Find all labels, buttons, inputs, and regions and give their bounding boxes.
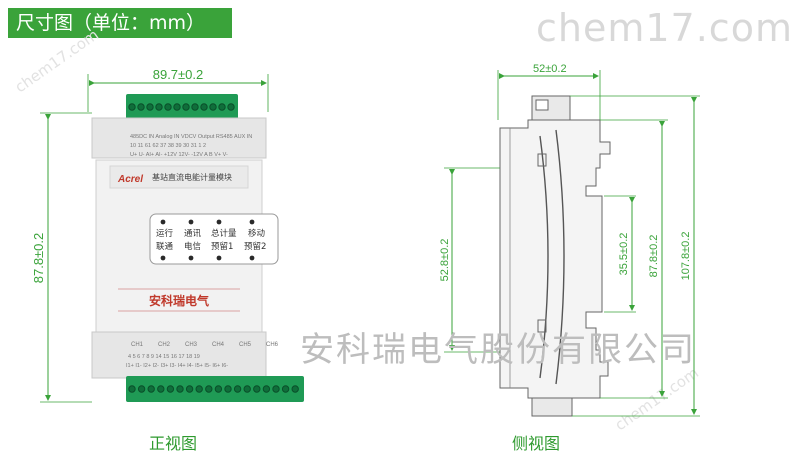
terminal-screw [173,103,181,111]
terminal-screw [166,385,175,393]
led-indicator [160,255,166,261]
terminal-screw [214,385,223,393]
terminal-screw [218,103,226,111]
terminal-screw [147,385,155,393]
terminal-screw [195,385,203,393]
terminal-screw [128,385,136,393]
top-terminal-signals: U+ U- AI+ AI- +12V 12V- -12V A B V+ V- [130,152,228,158]
lower-housing [91,331,267,379]
led-label-total: 总计量 [211,228,237,239]
side-body-outline [499,119,611,399]
channel-label: CH2 [158,342,171,348]
top-terminal-numbers: 10 11 61 62 37 38 39 30 31 1 2 [130,143,206,149]
dim-52-8-text: 52.8±0.2 [439,239,451,282]
top-terminal-labels: 485DC IN Analog IN VDCV Output RS485 AUX… [130,134,252,140]
terminal-screw [262,385,271,393]
brand-logo: Acrel [117,174,143,185]
channel-label: CH1 [131,342,144,348]
width-dim-text: 89.7±0.2 [153,67,204,82]
terminal-screw [182,103,190,111]
dim-107-8-text: 107.8±0.2 [680,232,692,281]
terminal-screw [164,103,172,111]
terminal-screw [224,385,232,393]
terminal-screw [185,385,194,393]
terminal-screw [227,103,235,111]
led-indicator [249,219,255,225]
terminal-screw [272,385,280,393]
dim-87-8-text: 87.8±0.2 [648,235,660,278]
channel-label: CH4 [212,342,225,348]
dimension-title: 尺寸图（单位：mm） [8,8,232,38]
company-name: 安科瑞电气 [149,293,209,308]
watermark-company: 安科瑞电气股份有限公司 [300,330,696,370]
terminal-screw [209,103,217,111]
led-window [149,213,279,265]
terminal-screw [137,103,145,111]
led-indicator [216,219,222,225]
led-indicator [188,219,194,225]
terminal-screw [137,385,146,393]
led-indicator [216,255,222,261]
side-top-dim-text: 52±0.2 [533,63,567,75]
terminal-screw [155,103,163,111]
side-view-caption: 侧视图 [512,434,561,453]
terminal-screw [205,385,213,393]
watermark-brand: chem17.com [536,6,793,50]
terminal-screw [281,385,290,393]
led-label-telecom: 电信 [184,241,202,252]
led-indicator [160,219,166,225]
led-indicator [249,255,255,261]
led-indicator [188,255,194,261]
terminal-screw [253,385,261,393]
bottom-terminal-numbers: 4 5 6 7 8 9 14 15 16 17 18 19 [128,354,200,360]
led-label-reserve1: 预留1 [211,241,233,252]
module-name: 基站直流电能计量模块 [152,172,232,182]
drawing-canvas: 89.7±0.2 87.8±0.2 485DC IN Analog IN VDC… [31,63,700,417]
terminal-screw [176,385,184,393]
front-view: 89.7±0.2 87.8±0.2 485DC IN Analog IN VDC… [31,67,304,403]
terminal-screw [191,103,199,111]
terminal-screw [200,103,208,111]
terminal-screw [233,385,242,393]
led-label-mobile: 移动 [248,228,266,239]
height-dim-text: 87.8±0.2 [31,233,46,284]
channel-label: CH6 [266,342,279,348]
terminal-screw [146,103,154,111]
dim-35-5-text: 35.5±0.2 [618,233,630,276]
led-label-reserve2: 预留2 [244,241,266,252]
led-label-run: 运行 [156,228,174,239]
side-view: 52±0.2 52.8±0.2 35.5±0.2 87.8±0.2 [439,63,700,417]
terminal-screw [243,385,251,393]
upper-housing [91,117,267,159]
terminal-screw [291,385,299,393]
top-terminal-block [126,94,238,120]
channel-label: CH3 [185,342,198,348]
terminal-screw [157,385,165,393]
led-label-comm: 通讯 [184,228,202,239]
panel-header [109,165,249,189]
led-label-unicom: 联通 [156,241,174,252]
channel-label: CH5 [239,342,252,348]
terminal-screw [128,103,136,111]
bottom-terminal-signals: I1+ I1- I2+ I2- I3+ I3- I4+ I4- I5+ I5- … [126,363,228,369]
front-view-caption: 正视图 [149,434,198,453]
